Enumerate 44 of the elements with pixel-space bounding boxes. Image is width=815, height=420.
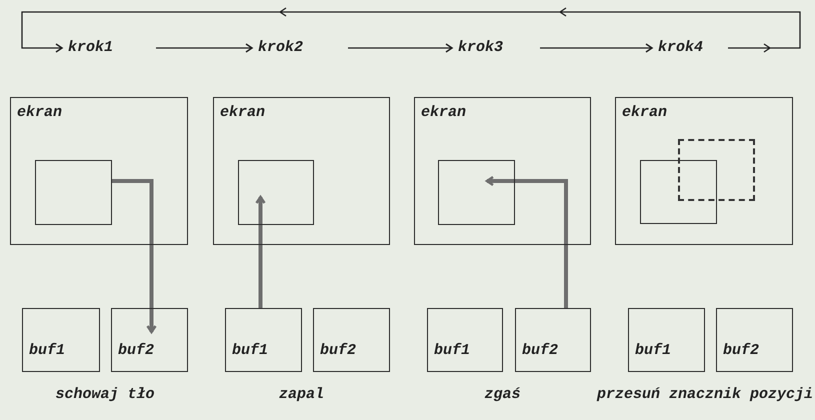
window-box <box>438 160 514 224</box>
screen-box <box>10 97 188 245</box>
buffer-box <box>225 308 302 372</box>
screen-label: ekran <box>220 104 266 122</box>
buffer-label: buf2 <box>522 342 558 360</box>
caption: schowaj tło <box>54 386 156 403</box>
arrow <box>21 7 801 53</box>
screen-box <box>213 97 390 245</box>
buffer-box <box>628 308 705 372</box>
step-text: krok2 <box>258 39 304 57</box>
buffer-label: buf2 <box>118 342 154 360</box>
window-box <box>238 160 314 224</box>
window-box <box>34 160 112 224</box>
buffer-box <box>515 308 591 372</box>
window-box <box>640 160 716 224</box>
step-text: krok3 <box>458 39 504 57</box>
caption: przesuń znacznik pozycji <box>596 386 814 403</box>
screen-label: ekran <box>17 104 62 122</box>
caption: zgaś <box>483 386 522 403</box>
step-text: krok1 <box>68 39 114 57</box>
buffer-label: buf1 <box>29 342 66 360</box>
buffer-label: buf1 <box>434 342 470 360</box>
buffer-box <box>111 308 188 372</box>
screen-label: ekran <box>421 104 466 122</box>
arrow <box>112 179 157 334</box>
buffer-label: buf2 <box>723 342 760 360</box>
arrow <box>156 43 253 53</box>
arrow <box>348 43 453 53</box>
arrow <box>540 43 653 53</box>
buffer-label: buf2 <box>320 342 356 360</box>
buffer-box <box>716 308 793 372</box>
buffer-label: buf1 <box>635 342 672 360</box>
screen-box <box>414 97 591 245</box>
screen-label: ekran <box>622 104 668 122</box>
moved-window-box <box>678 138 754 200</box>
buffer-box <box>22 308 100 372</box>
caption: zapal <box>278 386 325 403</box>
step-text: krok4 <box>658 39 704 57</box>
arrow <box>486 176 568 308</box>
buffer-box <box>427 308 503 372</box>
arrow <box>255 196 266 308</box>
buffer-box <box>313 308 390 372</box>
buffer-label: buf1 <box>232 342 268 360</box>
screen-box <box>615 97 793 245</box>
